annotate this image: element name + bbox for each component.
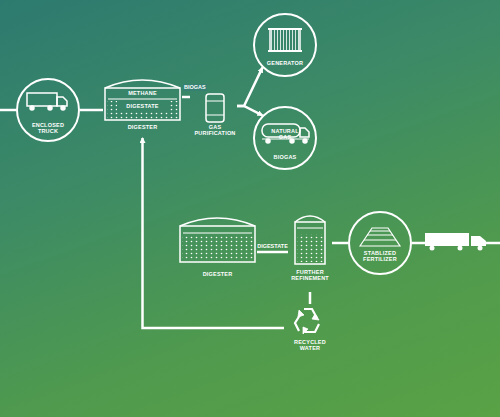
flow-connector (257, 251, 288, 254)
node-label: GAS PURIFICATION (190, 124, 240, 137)
fertilizer-pile (360, 228, 400, 246)
digester-tank (105, 80, 180, 120)
node-label: METHANE (113, 90, 173, 96)
refinement-tank (295, 216, 325, 264)
node-label: ENCLOSED TRUCK (22, 122, 74, 135)
truck-icon (27, 93, 67, 110)
process-node: RECYCLED WATER (284, 304, 336, 366)
node-label: BIOGAS (260, 154, 310, 160)
node-label: DIGESTATE (113, 103, 173, 109)
node-label: DIGESTER (178, 271, 257, 277)
flow-connector (332, 242, 348, 245)
flow-connector (80, 109, 103, 112)
flow-connector (237, 68, 262, 106)
node-label: NATURAL GAS (268, 128, 302, 141)
node-label: RECYCLED WATER (284, 339, 336, 352)
purification-tank (206, 94, 224, 122)
process-node: DIGESTER (178, 216, 257, 284)
process-node: GAS PURIFICATION (190, 90, 240, 136)
process-node: METHANE DIGESTATE DIGESTER (103, 78, 182, 138)
generator-icon (268, 29, 302, 51)
process-node: FURTHER REFINEMENT (288, 212, 332, 292)
node-label: DIGESTER (103, 124, 182, 130)
edge-label: DIGESTATE (256, 243, 289, 250)
flow-connector (143, 138, 285, 328)
process-circle: NATURAL GAS BIOGAS (253, 106, 317, 170)
outgoing-truck (425, 233, 486, 251)
node-label: FURTHER REFINEMENT (288, 269, 332, 282)
tanker-icon (262, 124, 309, 143)
flow-connector (182, 96, 190, 99)
flow-connector (237, 106, 262, 115)
edge-label: BIOGAS (183, 84, 207, 91)
node-label: STABLIZED FERTILIZER (355, 250, 405, 263)
process-circle: GENERATOR (253, 13, 317, 77)
flow-connector (309, 292, 312, 304)
digester-tank (180, 218, 255, 262)
process-circle: STABLIZED FERTILIZER (348, 211, 412, 275)
node-label: GENERATOR (260, 60, 310, 66)
recycle-icon (295, 309, 319, 334)
process-circle: ENCLOSED TRUCK (16, 78, 80, 142)
